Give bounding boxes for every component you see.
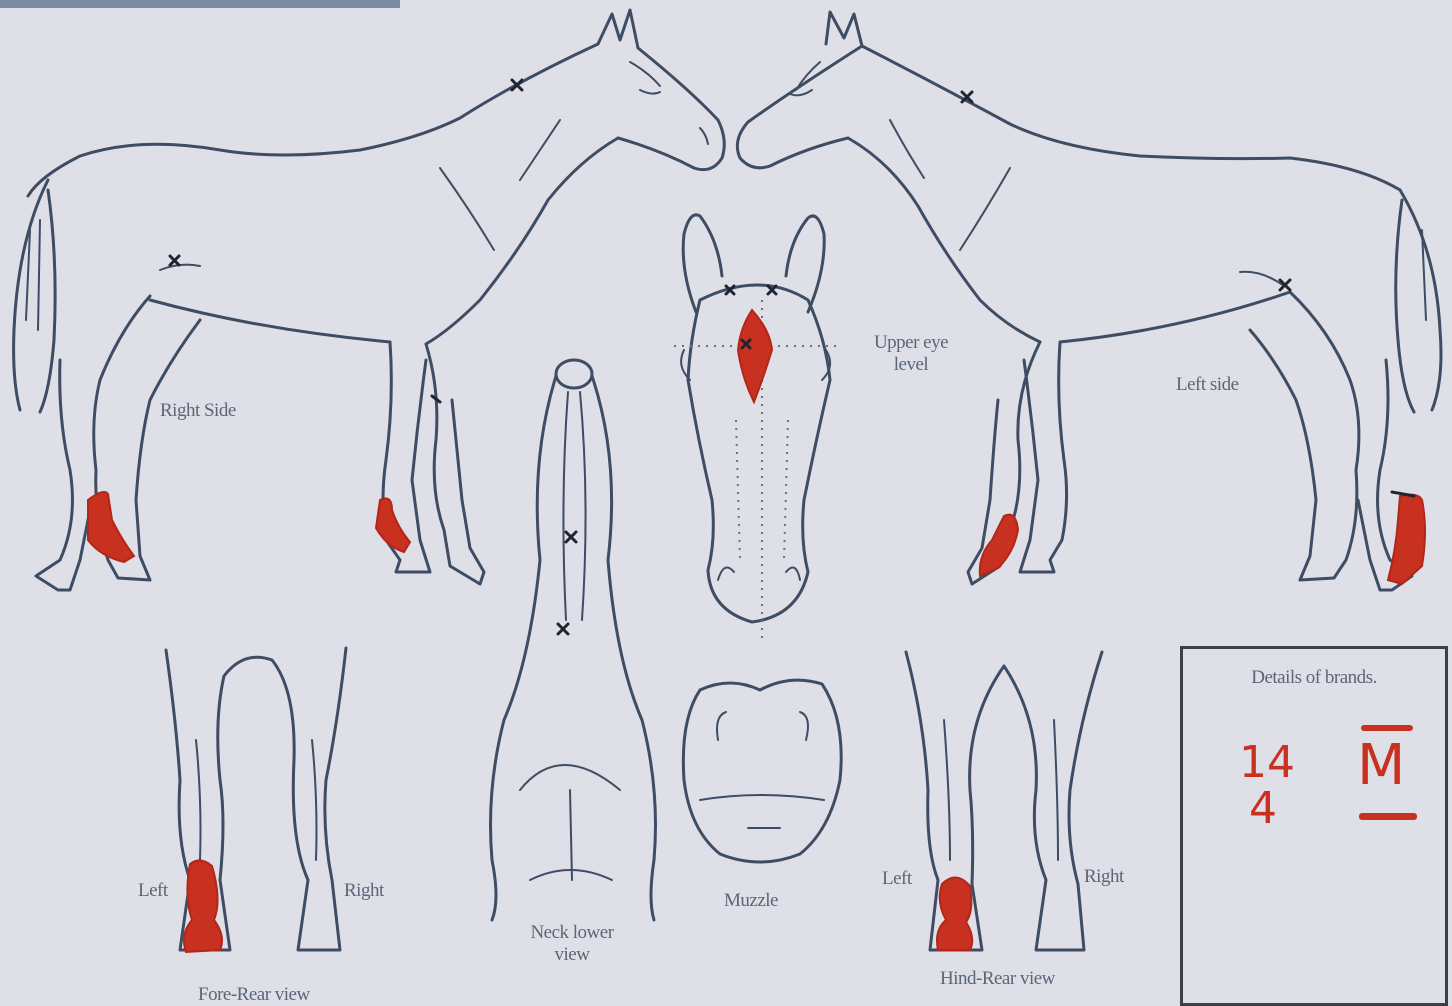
label-fore-right: Right <box>344 880 384 902</box>
brand-letter-bottom-bar <box>1359 813 1417 820</box>
label-hind-rear-view: Hind-Rear view <box>940 968 1055 990</box>
label-fore-rear-view: Fore-Rear view <box>198 984 310 1006</box>
label-hind-right: Right <box>1084 866 1124 888</box>
neck-lower-view <box>491 360 656 920</box>
label-muzzle: Muzzle <box>724 890 778 912</box>
brand-number-top: 14 <box>1239 737 1295 788</box>
label-hind-left: Left <box>882 868 912 890</box>
hind-rear-view <box>906 652 1102 950</box>
left-side-horse <box>737 12 1441 590</box>
brands-title: Details of brands. <box>1183 667 1445 689</box>
brand-letter-top-bar <box>1361 725 1413 731</box>
label-upper-eye-level: Upper eye level <box>856 332 966 376</box>
muzzle-view <box>683 680 841 862</box>
fore-left-marking <box>184 860 222 952</box>
fore-rear-view <box>166 648 346 952</box>
right-fore-marking <box>376 498 410 552</box>
right-hind-marking <box>88 492 134 562</box>
label-neck-lower-view: Neck lower view <box>512 922 632 966</box>
right-side-horse <box>14 10 725 590</box>
label-right-side: Right Side <box>160 400 236 422</box>
brand-number-bottom: 4 <box>1249 783 1277 834</box>
front-head <box>674 215 836 640</box>
label-fore-left: Left <box>138 880 168 902</box>
label-left-side: Left side <box>1176 374 1239 396</box>
brands-box: Details of brands. 14 4 M <box>1180 646 1448 1006</box>
left-hind-marking <box>1388 495 1425 584</box>
hind-left-marking <box>937 877 972 950</box>
brand-letter: M <box>1357 733 1405 798</box>
face-star-stripe <box>738 310 772 402</box>
